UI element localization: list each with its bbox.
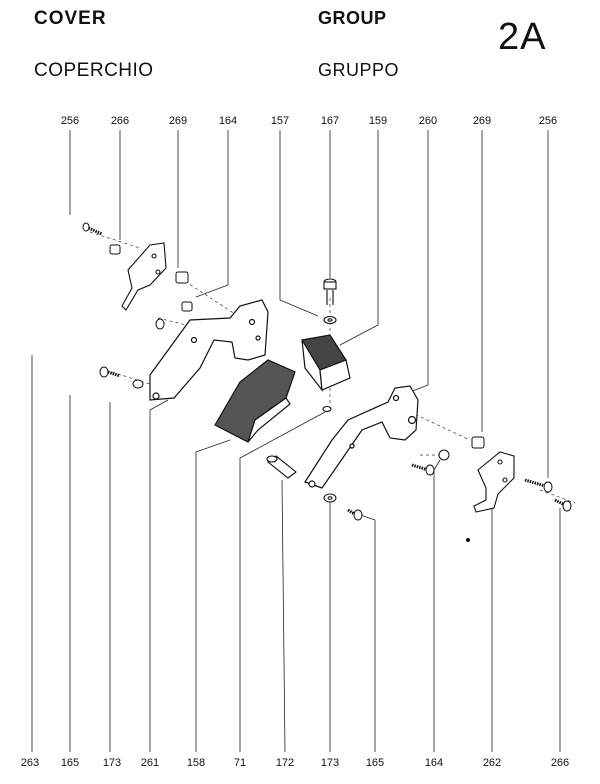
top-callout-7: 159 bbox=[369, 115, 387, 127]
bottom-callout-1: 263 bbox=[21, 757, 39, 769]
bottom-callout-11: 262 bbox=[483, 757, 501, 769]
top-callout-8: 260 bbox=[419, 115, 437, 127]
right-cover-bracket bbox=[304, 385, 419, 489]
top-callout-9: 269 bbox=[473, 115, 491, 127]
bottom-callout-8: 173 bbox=[321, 757, 339, 769]
bottom-callout-9: 165 bbox=[366, 757, 384, 769]
top-callout-2: 266 bbox=[111, 115, 129, 127]
foam-block-right bbox=[301, 334, 351, 393]
left-cover-bracket bbox=[149, 299, 269, 401]
spacer-172 bbox=[266, 455, 297, 479]
bottom-callout-7: 172 bbox=[276, 757, 294, 769]
bottom-callout-4: 261 bbox=[141, 757, 159, 769]
top-leader-lines bbox=[69, 130, 549, 478]
title-italian: COPERCHIO bbox=[34, 60, 154, 81]
top-callout-labels: 256 266 269 164 157 167 159 260 269 256 bbox=[61, 115, 557, 127]
bottom-callout-3: 173 bbox=[103, 757, 121, 769]
left-hinge-plate bbox=[121, 242, 167, 311]
top-callout-1: 256 bbox=[61, 115, 79, 127]
group-label-italian: GRUPPO bbox=[318, 60, 400, 80]
group-number: 2A bbox=[498, 16, 547, 58]
top-callout-5: 157 bbox=[271, 115, 289, 127]
top-callout-4: 164 bbox=[219, 115, 237, 127]
right-hinge-plate bbox=[473, 451, 515, 513]
bottom-leader-lines bbox=[31, 355, 561, 753]
top-callout-3: 269 bbox=[169, 115, 187, 127]
foam-pad-left bbox=[214, 359, 296, 443]
top-callout-6: 167 bbox=[321, 115, 339, 127]
bottom-callout-2: 165 bbox=[61, 757, 79, 769]
bottom-callout-10: 164 bbox=[425, 757, 443, 769]
bottom-callout-labels: 263 165 173 261 158 71 172 173 165 164 262 266 bbox=[21, 757, 569, 769]
bottom-callout-12: 266 bbox=[551, 757, 569, 769]
fasteners bbox=[82, 222, 572, 542]
title-english: COVER bbox=[34, 8, 107, 29]
group-label-english: GROUP bbox=[318, 8, 387, 28]
top-callout-10: 256 bbox=[539, 115, 557, 127]
bottom-callout-5: 158 bbox=[187, 757, 205, 769]
bottom-callout-6: 71 bbox=[234, 757, 246, 769]
screw-167 bbox=[322, 278, 337, 413]
